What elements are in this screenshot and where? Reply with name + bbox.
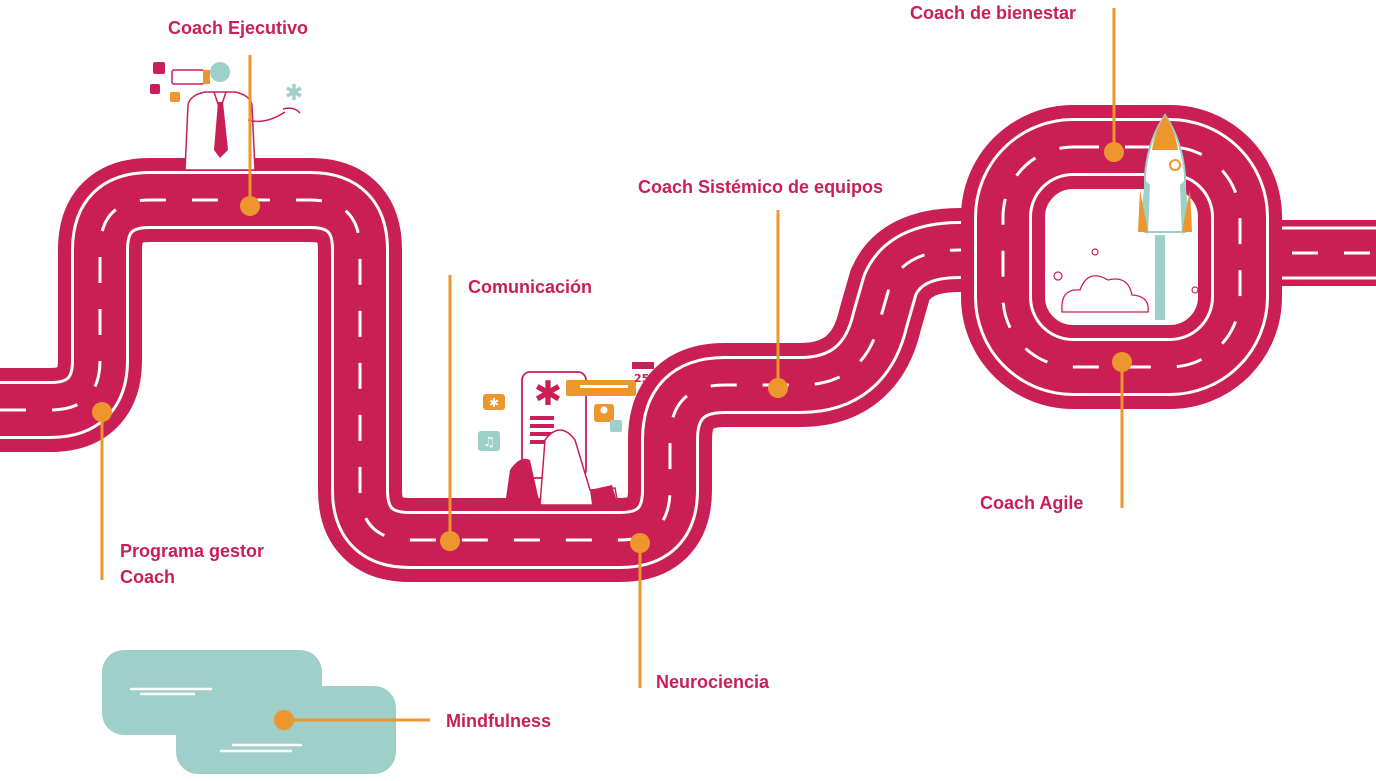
svg-text:25: 25 <box>634 372 649 385</box>
svg-text:♫: ♫ <box>483 435 495 450</box>
marker-comunicacion <box>440 531 460 551</box>
checklist-icon <box>171 69 205 85</box>
sparkle-icon: ✱ <box>285 81 303 106</box>
marker-programa-gestor <box>92 402 112 422</box>
marker-neurociencia <box>630 533 650 553</box>
label-neurociencia: Neurociencia <box>656 672 770 692</box>
marker-mindfulness <box>274 710 294 730</box>
rocket-launch-illustration <box>1053 113 1199 320</box>
marker-coach-sistemico <box>768 378 788 398</box>
marker-coach-ejecutivo <box>240 196 260 216</box>
connectors <box>100 8 1124 722</box>
svg-text:✱: ✱ <box>489 396 499 410</box>
chat-bubbles-illustration <box>102 650 396 774</box>
markers <box>92 142 1132 730</box>
music-note-icon <box>478 431 500 451</box>
label-programa-gestor: Programa gestor Coach <box>120 538 264 590</box>
label-coach-agile: Coach Agile <box>980 493 1084 513</box>
svg-text:✱: ✱ <box>534 374 563 414</box>
label-programa-gestor-line2: Coach <box>120 567 176 588</box>
marker-coach-bienestar <box>1104 142 1124 162</box>
label-programa-gestor-line1: Programa gestor <box>120 541 265 561</box>
label-coach-bienestar: Coach de bienestar <box>910 3 1077 23</box>
label-coach-sistemico: Coach Sistémico de equipos <box>638 177 884 197</box>
businessman-illustration: ✱ <box>150 62 303 171</box>
calendar-icon <box>632 362 654 369</box>
label-comunicacion: Comunicación <box>468 277 593 297</box>
smartphone-hands-illustration: ✱ ♫ ✱ 25 <box>478 362 654 506</box>
marker-coach-agile <box>1112 352 1132 372</box>
gear-icon <box>153 62 165 74</box>
label-mindfulness: Mindfulness <box>446 711 552 731</box>
label-coach-ejecutivo: Coach Ejecutivo <box>168 18 309 38</box>
